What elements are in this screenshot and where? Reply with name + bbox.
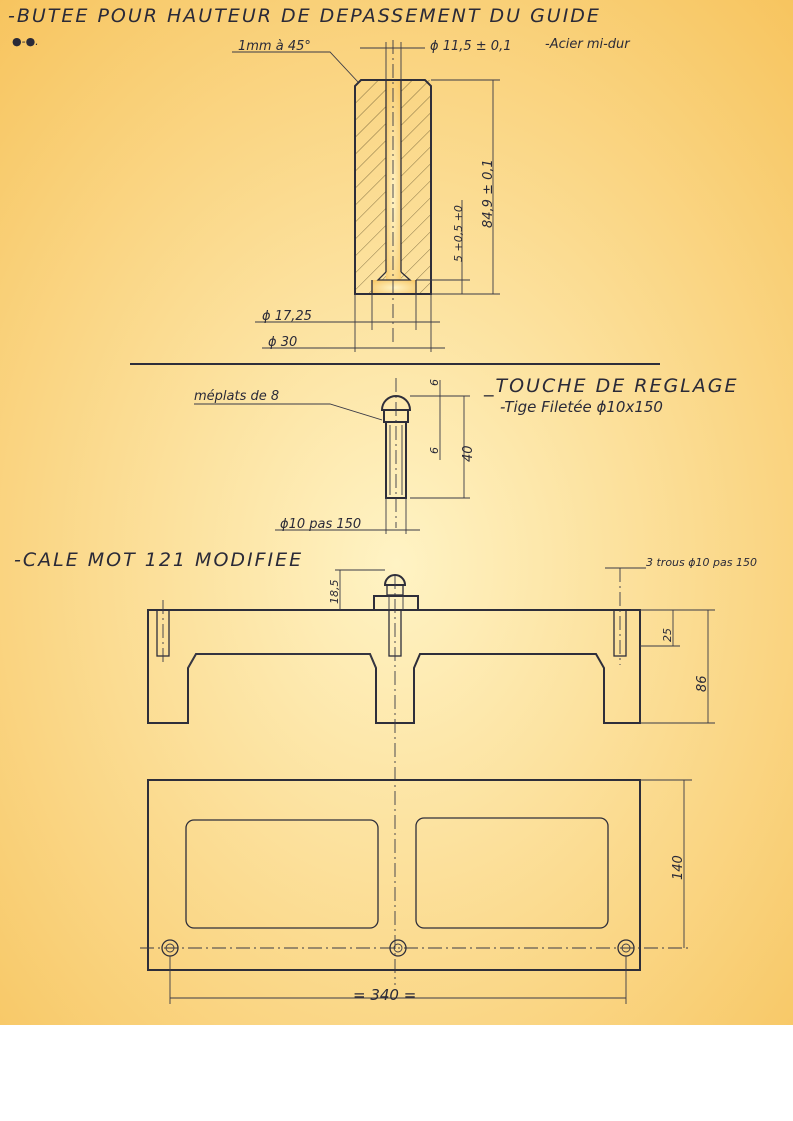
holes-note: 3 trous ϕ10 pas 150 [646, 556, 757, 569]
touche-title-line2: -Tige Filetée ϕ10x150 [500, 398, 663, 416]
cale-title: -CALE MOT 121 MODIFIEE [14, 549, 303, 571]
cale-top-view [147, 779, 641, 971]
bore-dimension: ϕ 11,5 ± 0,1 [430, 39, 512, 54]
stud-height: 18,5 [328, 580, 341, 605]
flats-note: méplats de 8 [194, 389, 279, 404]
counterbore-chamfer [376, 271, 412, 281]
drawing-sheet: -BUTEE POUR HAUTEUR DE DEPASSEMENT DU GU… [0, 0, 793, 1025]
butee-counterbore [372, 280, 416, 294]
dim-mid: 6 [428, 447, 441, 454]
height-dimension: 84,9 ± 0,1 [481, 159, 496, 228]
pocket-left [185, 819, 379, 929]
ink-marks: ●-●. [12, 35, 39, 48]
stud-dome [383, 574, 407, 586]
dim-top: 6 [428, 379, 441, 386]
cale-section: -CALE MOT 121 MODIFIEE 3 trous ϕ10 pas 1… [14, 549, 757, 1004]
outer-diameter: ϕ 30 [268, 335, 297, 350]
dim-length: 40 [461, 445, 476, 462]
length-dimension: = 340 = [353, 986, 416, 1004]
inner-diameter: ϕ 17,25 [262, 309, 312, 324]
stud-nut [373, 595, 419, 611]
butee-title: -BUTEE POUR HAUTEUR DE DEPASSEMENT DU GU… [8, 5, 601, 27]
counterbore-depth: 5 +0,5 +0 [452, 205, 465, 262]
butee-section: -BUTEE POUR HAUTEUR DE DEPASSEMENT DU GU… [8, 5, 631, 352]
flats-leader [194, 403, 383, 421]
touche-section: _TOUCHE DE REGLAGE -Tige Filetée ϕ10x150… [194, 375, 738, 534]
chamfer-leader [232, 51, 359, 83]
chamfer-note: 1mm à 45° [238, 39, 311, 54]
thread-note: ϕ10 pas 150 [280, 517, 361, 532]
width-dimension: 140 [671, 855, 686, 880]
touche-title-line1: _TOUCHE DE REGLAGE [483, 375, 738, 397]
total-height: 86 [695, 675, 710, 692]
cale-front-section [147, 609, 641, 724]
plate-thickness: 25 [661, 628, 674, 642]
technical-drawing: -BUTEE POUR HAUTEUR DE DEPASSEMENT DU GU… [0, 0, 793, 1025]
pocket-right [415, 817, 609, 929]
butee-bore [386, 80, 401, 294]
touche-dome [380, 395, 412, 411]
material-note: -Acier mi-dur [545, 37, 631, 52]
